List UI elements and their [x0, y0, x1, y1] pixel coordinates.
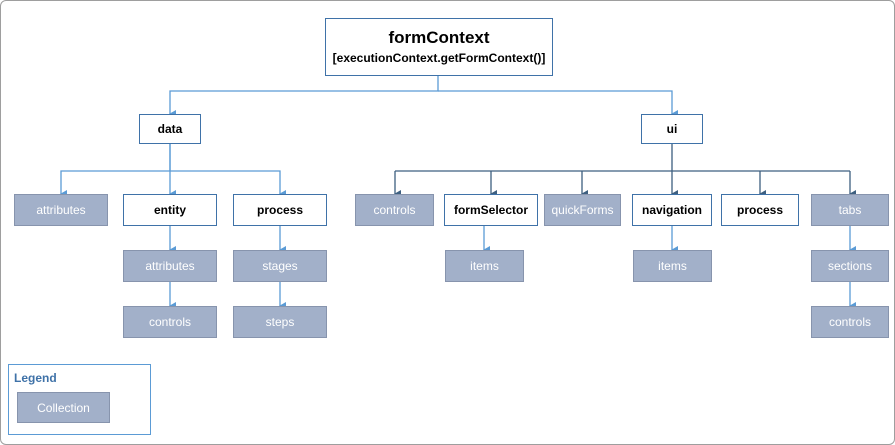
- legend-title: Legend: [14, 371, 57, 385]
- stages-collection: stages: [233, 250, 327, 282]
- data-node: data: [139, 114, 201, 144]
- entity-attributes-collection: attributes: [123, 250, 217, 282]
- connector-root-data: [169, 76, 439, 118]
- formselector-items-collection: items: [445, 250, 524, 282]
- legend: Legend Collection: [8, 364, 151, 435]
- tab-controls-collection: controls: [811, 306, 889, 338]
- ui-process-node: process: [721, 194, 799, 226]
- steps-collection: steps: [233, 306, 327, 338]
- data-attributes-collection: attributes: [14, 194, 108, 226]
- navigation-node: navigation: [632, 194, 712, 226]
- connector-data-process: [170, 170, 286, 198]
- connector-data-attributes: [60, 144, 171, 198]
- sections-collection: sections: [811, 250, 889, 282]
- ui-controls-collection: controls: [355, 194, 434, 226]
- formselector-node: formSelector: [444, 194, 538, 226]
- formcontext-node: formContext [executionContext.getFormCon…: [325, 18, 553, 76]
- quickforms-collection: quickForms: [544, 194, 621, 226]
- legend-collection-swatch: Collection: [17, 392, 110, 423]
- formcontext-subtitle: [executionContext.getFormContext()]: [332, 51, 546, 65]
- navigation-items-collection: items: [633, 250, 712, 282]
- connector-root-ui: [438, 90, 678, 118]
- tabs-collection: tabs: [811, 194, 889, 226]
- entity-node: entity: [123, 194, 217, 226]
- ui-node: ui: [641, 114, 703, 144]
- formcontext-title: formContext: [388, 28, 490, 47]
- entity-controls-collection: controls: [123, 306, 217, 338]
- connector-ui-bus: [395, 144, 850, 172]
- data-process-node: process: [233, 194, 327, 226]
